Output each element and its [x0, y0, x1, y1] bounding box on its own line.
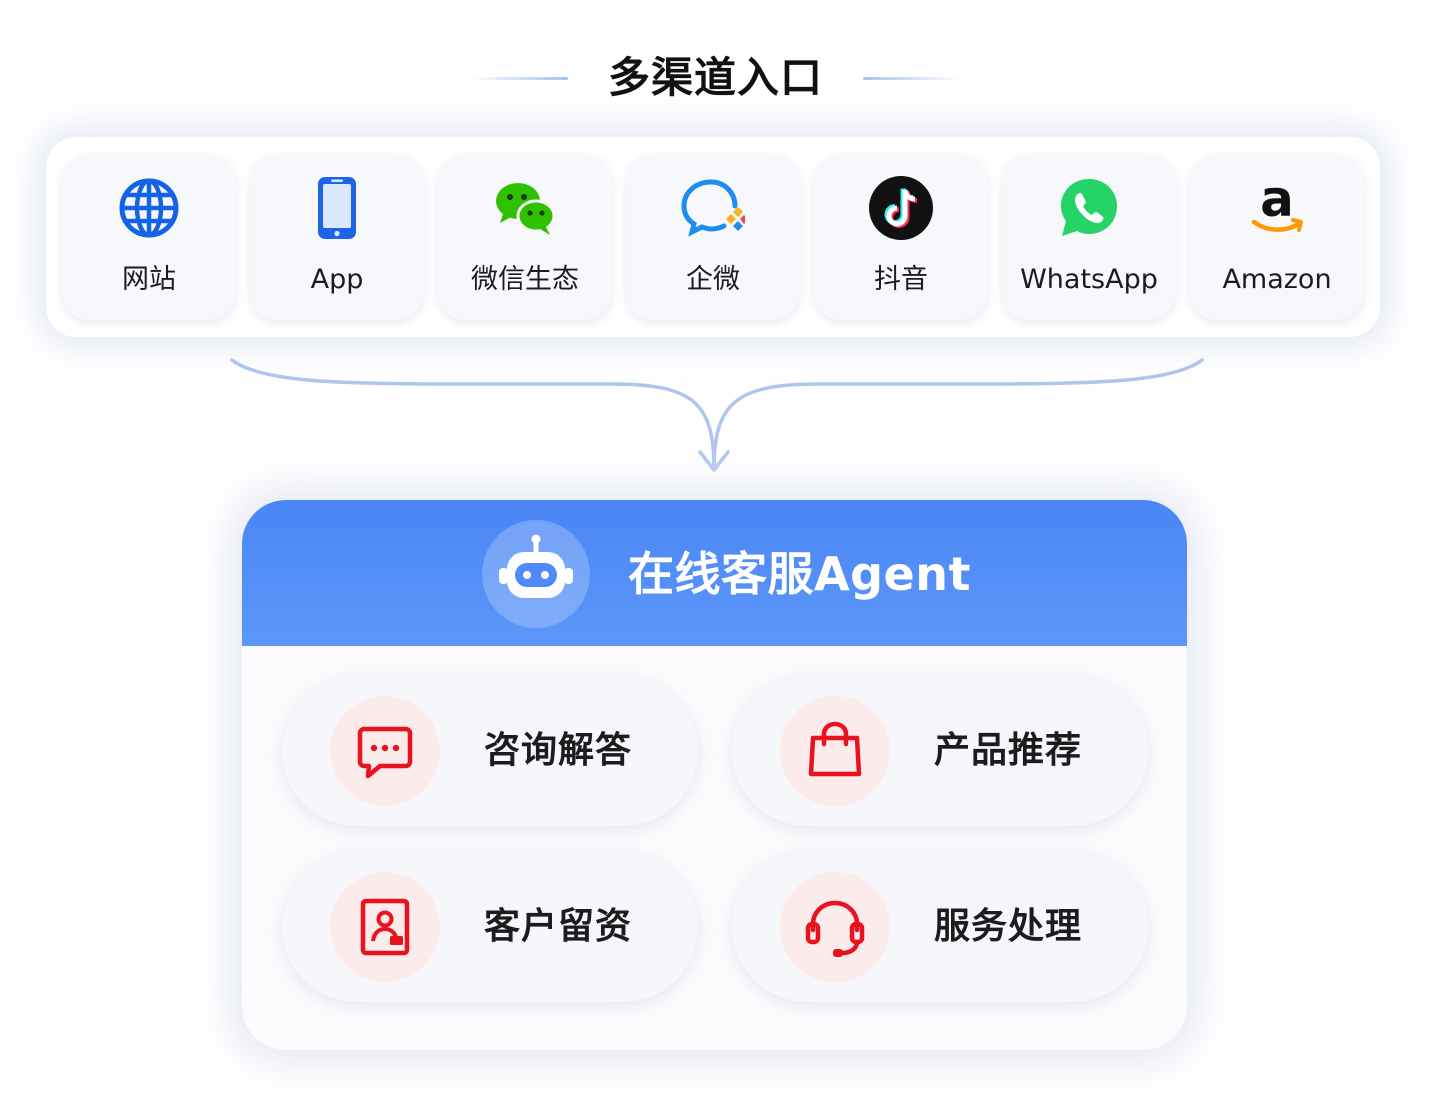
- smartphone-icon: [305, 176, 369, 240]
- channel-wecom[interactable]: 企微: [626, 154, 800, 320]
- feature-label: 客户留资: [484, 906, 633, 947]
- contact-card-icon: [330, 872, 440, 982]
- channel-label: 微信生态: [471, 264, 579, 295]
- channel-label: 网站: [122, 264, 176, 295]
- globe-icon: [117, 176, 181, 240]
- headset-icon: [780, 872, 890, 982]
- flow-connector: [230, 358, 1204, 472]
- channel-label: Amazon: [1222, 264, 1332, 295]
- section-title: 多渠道入口: [607, 53, 823, 102]
- whatsapp-icon: [1057, 176, 1121, 240]
- channel-list: 网站 App: [62, 154, 1364, 320]
- channel-whatsapp[interactable]: WhatsApp: [1002, 154, 1176, 320]
- agent-header: 在线客服Agent: [242, 500, 1187, 646]
- feature-lead-capture[interactable]: 客户留资: [282, 852, 698, 1002]
- channel-wechat[interactable]: 微信生态: [438, 154, 612, 320]
- channel-label: 企微: [686, 264, 740, 295]
- feature-label: 服务处理: [934, 906, 1083, 947]
- channels-panel: 网站 App: [46, 137, 1380, 337]
- title-divider-left: [467, 76, 568, 80]
- channel-app[interactable]: App: [250, 154, 424, 320]
- feature-consultation[interactable]: 咨询解答: [282, 676, 698, 826]
- channel-amazon[interactable]: a Amazon: [1190, 154, 1364, 320]
- section-header: 多渠道入口: [0, 48, 1431, 108]
- wechat-icon: [493, 176, 557, 240]
- channel-website[interactable]: 网站: [62, 154, 236, 320]
- shopping-bag-icon: [780, 696, 890, 806]
- channel-label: App: [310, 264, 364, 295]
- agent-title: 在线客服Agent: [628, 547, 971, 601]
- feature-service-handling[interactable]: 服务处理: [732, 852, 1148, 1002]
- title-divider-right: [863, 76, 963, 80]
- agent-panel: 在线客服Agent 咨询解答 产品推荐: [242, 500, 1187, 1050]
- svg-text:a: a: [1260, 176, 1294, 228]
- robot-icon: [482, 520, 590, 628]
- feature-label: 产品推荐: [934, 730, 1083, 771]
- channel-label: WhatsApp: [1020, 264, 1158, 295]
- amazon-icon: a: [1245, 176, 1309, 240]
- feature-label: 咨询解答: [484, 730, 633, 771]
- douyin-icon: [869, 176, 933, 240]
- channel-douyin[interactable]: 抖音: [814, 154, 988, 320]
- wecom-icon: [681, 176, 745, 240]
- channel-label: 抖音: [874, 264, 928, 295]
- feature-product-recommendation[interactable]: 产品推荐: [732, 676, 1148, 826]
- chat-bubble-icon: [330, 696, 440, 806]
